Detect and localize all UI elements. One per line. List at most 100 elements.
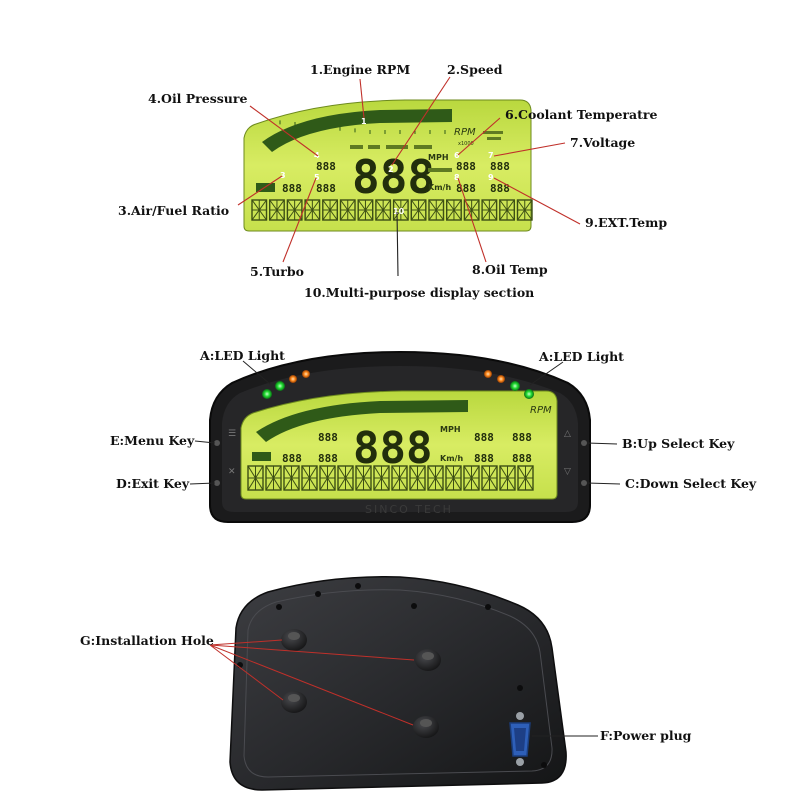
field-number-3: 3: [280, 171, 286, 180]
label-led-light-right: A:LED Light: [538, 349, 624, 364]
label-engine-rpm: 1.Engine RPM: [310, 62, 410, 77]
leader-led-left: [242, 360, 271, 385]
segment-cell: [445, 465, 462, 491]
leader-rpm: [359, 78, 365, 119]
segment-cell: [409, 465, 426, 491]
leader-up-key: [586, 442, 618, 445]
segment-cell: [283, 465, 300, 491]
lcd-speed-tag: [428, 168, 452, 172]
leader-hole-4: [209, 644, 414, 726]
segment-cell: [373, 465, 390, 491]
menu-key-icon: ☰: [228, 429, 236, 439]
leader-coolant: [457, 117, 501, 156]
turbo-digits: 888: [316, 182, 336, 195]
installation-hole-2: [415, 649, 441, 671]
led-orange-right-1: [484, 370, 492, 378]
segment-cell: [269, 199, 285, 221]
segment-cell: [481, 465, 498, 491]
field-number-10: 10: [393, 207, 405, 216]
gauge-small-digits: 888: [512, 431, 532, 444]
power-plug-connector: [509, 712, 531, 766]
leader-lines-3: [209, 639, 415, 726]
segment-cell: [410, 199, 427, 221]
down-select-key-button[interactable]: [581, 480, 587, 486]
segment-cell: [322, 199, 338, 221]
brand-logo: SINCO TECH: [365, 503, 453, 516]
gauge-small-digits: 888: [512, 452, 532, 465]
led-orange-left-1: [289, 375, 297, 383]
segment-cell: [286, 199, 303, 221]
label-menu-key: E:Menu Key: [110, 433, 195, 448]
label-speed: 2.Speed: [447, 62, 503, 77]
leader-oil-pressure: [249, 105, 319, 157]
exit-key-icon: ✕: [228, 467, 236, 477]
speed-digits: 888: [352, 150, 435, 204]
oil-temp-digits: 888: [456, 182, 476, 195]
field-number-5: 5: [314, 173, 320, 182]
leader-exit-key: [189, 482, 216, 485]
afr-digits: 888: [282, 182, 302, 195]
label-air-fuel-ratio: 3.Air/Fuel Ratio: [118, 203, 229, 218]
label-down-select-key: C:Down Select Key: [625, 476, 757, 491]
gauge-small-digits: 888: [318, 452, 338, 465]
multi-purpose-segments: [251, 199, 533, 221]
led-green-left-1: [262, 389, 272, 399]
label-oil-pressure: 4.Oil Pressure: [148, 91, 247, 106]
segment-cell: [265, 465, 282, 491]
segment-cell: [481, 199, 498, 221]
up-key-icon: △: [564, 429, 571, 439]
segment-cell: [516, 199, 533, 221]
leader-down-key: [586, 482, 621, 485]
leader-ext-temp: [493, 177, 581, 225]
gauge-rpm-unit: RPM: [530, 405, 552, 416]
leader-turbo: [282, 177, 317, 263]
field-number-1: 1: [361, 117, 367, 126]
led-orange-left-2: [302, 370, 310, 378]
lcd-header-text: [350, 131, 503, 149]
label-installation-hole: G:Installation Hole: [80, 633, 214, 648]
leader-voltage: [493, 142, 566, 157]
led-green-left-2: [275, 381, 285, 391]
segment-cell: [339, 199, 356, 221]
leader-speed: [391, 76, 451, 166]
leader-lines-2: [189, 360, 621, 485]
leader-lines-1: [237, 76, 581, 277]
field-number-8: 8: [454, 173, 460, 182]
lcd-diagram: RPM x1000 888 MPH Km/h 888 888 888 888 8…: [118, 62, 667, 300]
segment-cell: [517, 465, 534, 491]
segment-cell: [247, 465, 264, 491]
field-number-9: 9: [488, 173, 494, 182]
installation-hole-1: [281, 629, 307, 651]
installation-bosses: [281, 629, 441, 738]
rpm-mult-label: x1000: [458, 141, 474, 147]
field-number-7: 7: [488, 151, 494, 160]
gauge-afr-tag: [252, 452, 271, 461]
rpm-arc: [262, 109, 452, 152]
gauge-small-digits: 888: [282, 452, 302, 465]
segment-cell: [463, 465, 480, 491]
leader-oil-temp: [457, 177, 487, 263]
segment-cell: [301, 465, 318, 491]
rear-housing-inner-edge: [243, 589, 553, 778]
segment-cell: [375, 199, 392, 221]
menu-key-button[interactable]: [214, 440, 220, 446]
label-multi-purpose: 10.Multi-purpose display section: [304, 285, 534, 300]
kmh-unit: Km/h: [428, 183, 451, 192]
rpm-tick-marks: [279, 120, 446, 134]
leader-multi: [396, 211, 399, 277]
installation-hole-3: [281, 691, 307, 713]
segment-cell: [319, 465, 336, 491]
exit-key-button[interactable]: [214, 480, 220, 486]
led-orange-right-2: [497, 375, 505, 383]
label-coolant-temp: 6.Coolant Temperatre: [505, 107, 658, 122]
gauge-rear-diagram: G:Installation Hole F:Power plug: [80, 576, 692, 791]
segment-cell: [337, 465, 354, 491]
segment-cell: [499, 199, 515, 221]
gauge-small-digits: 888: [318, 431, 338, 444]
label-ext-temp: 9.EXT.Temp: [585, 215, 667, 230]
up-select-key-button[interactable]: [581, 440, 587, 446]
label-up-select-key: B:Up Select Key: [622, 436, 735, 451]
leader-hole-3: [209, 644, 284, 701]
segment-cell: [446, 199, 462, 221]
leader-afr: [237, 175, 283, 206]
